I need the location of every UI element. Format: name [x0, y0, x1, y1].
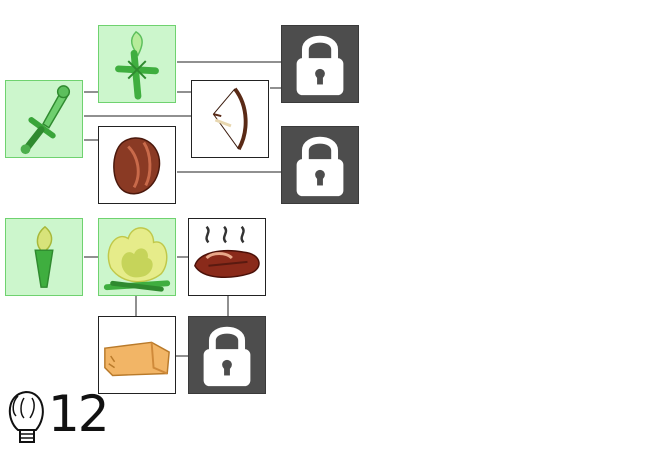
steak-icon: [194, 225, 260, 278]
node-lock-top: [281, 25, 359, 103]
node-bread-loaf[interactable]: [98, 316, 176, 394]
bow-icon: [212, 87, 248, 151]
brown-nut-icon: [113, 137, 161, 195]
green-cross-icon: [115, 30, 159, 100]
lightbulb-icon: [8, 390, 44, 443]
idea-points-count: 12: [48, 385, 110, 443]
node-lock-mid: [281, 126, 359, 204]
campfire-icon: [103, 227, 171, 292]
lock-icon: [296, 136, 344, 197]
node-cooked-steak[interactable]: [188, 218, 266, 296]
lock-icon: [296, 35, 344, 96]
node-bow[interactable]: [191, 80, 269, 158]
node-crafted-cross[interactable]: [98, 25, 176, 103]
node-nut[interactable]: [98, 126, 176, 204]
bread-icon: [104, 341, 170, 377]
node-campfire[interactable]: [98, 218, 176, 296]
green-sword-icon: [20, 85, 71, 155]
torch-icon: [34, 225, 54, 288]
node-torch[interactable]: [5, 218, 83, 296]
node-lock-bottom: [188, 316, 266, 394]
lock-icon: [203, 326, 251, 387]
node-stone-sword[interactable]: [5, 80, 83, 158]
